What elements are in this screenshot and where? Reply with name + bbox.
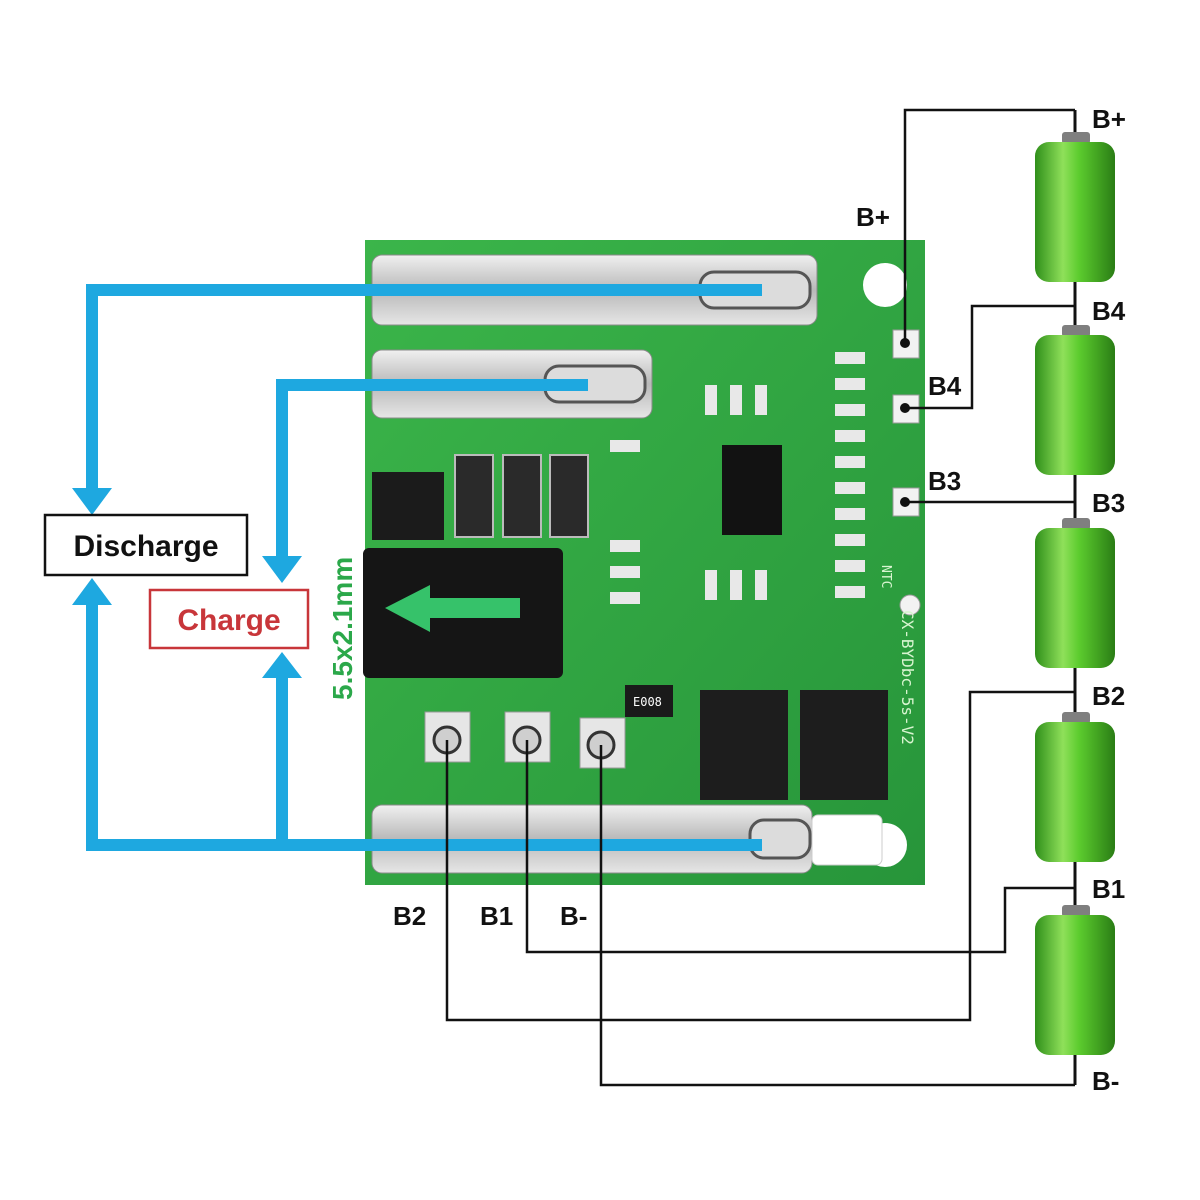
pcb-model-text: CX-BYDbc-5s-V2	[898, 610, 917, 745]
battery-cell-5	[1035, 132, 1115, 282]
cell-label-b1: B1	[1092, 874, 1125, 904]
negative-return-line	[86, 585, 762, 851]
mosfet-chips	[372, 445, 888, 800]
bottom-label-bminus: B-	[560, 901, 587, 931]
discharge-box: Discharge	[43, 513, 249, 577]
smd-components	[610, 352, 865, 604]
pcb-ntc-text: NTC	[878, 565, 893, 588]
cell-label-b4: B4	[1092, 296, 1126, 326]
charge-box: Charge	[148, 588, 310, 650]
flow-arrow-heads	[72, 488, 302, 678]
dc-jack	[363, 548, 563, 678]
wire-bplus	[903, 108, 1075, 343]
wire-dots	[900, 338, 910, 507]
bottom-label-b1: B1	[480, 901, 513, 931]
cell-label-b3: B3	[1092, 488, 1125, 518]
negative-terminal-strip	[371, 804, 883, 874]
battery-stack	[1035, 110, 1115, 1085]
board-label-b3: B3	[928, 466, 961, 496]
chip-marking: E008	[633, 695, 662, 709]
battery-cell-2	[1035, 712, 1115, 862]
battery-cell-1	[1035, 905, 1115, 1055]
board-label-bplus: B+	[856, 202, 890, 232]
charge-in-line	[276, 379, 588, 577]
cell-label-bminus: B-	[1092, 1066, 1119, 1096]
charge-label: Charge	[177, 604, 280, 637]
wire-b2	[445, 690, 1075, 1022]
cell-label-bplus: B+	[1092, 104, 1126, 134]
wire-b4	[905, 304, 1075, 410]
discharge-label: Discharge	[73, 530, 218, 563]
battery-cell-3	[1035, 518, 1115, 668]
wire-b1	[525, 740, 1075, 954]
bottom-wire-pads	[424, 711, 626, 769]
bottom-label-b2: B2	[393, 901, 426, 931]
cell-label-b2: B2	[1092, 681, 1125, 711]
battery-cell-4	[1035, 325, 1115, 475]
balance-wires	[445, 108, 1075, 1087]
wire-bminus	[599, 745, 1075, 1087]
connector-size-label: 5.5x2.1mm	[327, 557, 358, 700]
flow-lines	[86, 284, 762, 851]
discharge-out-line	[86, 284, 762, 510]
board-label-b4: B4	[928, 371, 962, 401]
